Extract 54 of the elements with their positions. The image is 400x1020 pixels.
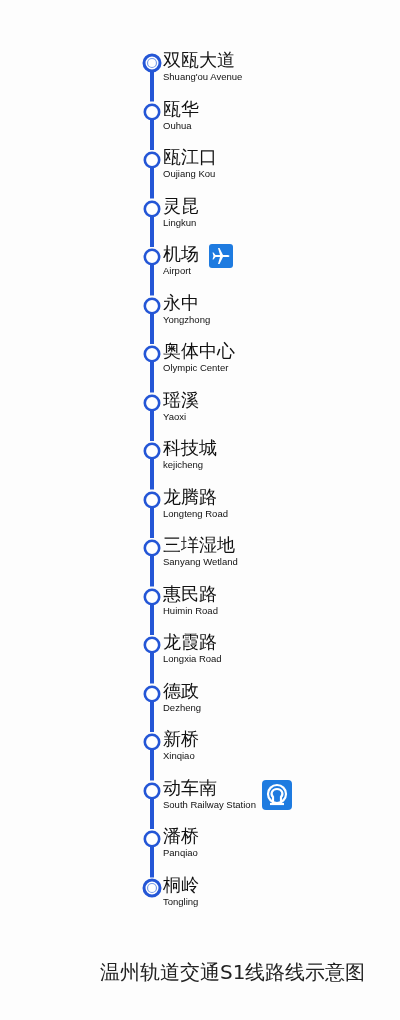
station-name-english: Yaoxi [163, 410, 187, 423]
station-name: 永中 [163, 292, 199, 313]
station-name: 奥体中心 [163, 341, 235, 361]
station-name-english: Airport [163, 265, 191, 277]
station-name-english: Yongzhong [163, 313, 211, 326]
station-name: 龙霞路 [163, 632, 217, 652]
station-name: 德政 [163, 680, 199, 701]
station-name-english: Dezheng [163, 701, 202, 714]
line-segment [150, 119, 154, 150]
line-segment [150, 71, 154, 102]
station-name-english: Panqiao [163, 847, 198, 859]
line-segment [150, 653, 154, 684]
station-name: 潘桥 [163, 826, 199, 846]
line-segment [150, 798, 154, 829]
line-segment [150, 847, 154, 878]
line-segment [150, 604, 154, 635]
line-segment [150, 701, 154, 732]
station-name-english: Oujiang Kou [163, 168, 216, 180]
station-name-english: Olympic Center [163, 362, 229, 374]
station-name: 龙腾路 [163, 486, 217, 507]
line-segment [150, 216, 154, 247]
station-name: 桐岭 [163, 874, 199, 895]
line-segment [150, 265, 154, 296]
station-name: 新桥 [163, 729, 199, 749]
station-name: 灵昆 [163, 195, 199, 216]
station-name: 双瓯大道 [163, 50, 235, 70]
line-segment [150, 507, 154, 538]
station-name: 瓯华 [163, 98, 199, 119]
station-name: 瓯江口 [163, 147, 217, 167]
line-segment [150, 313, 154, 344]
line-segment [150, 362, 154, 393]
line-segment [150, 556, 154, 587]
station-name-english: South Railway Station [163, 798, 256, 811]
station-name-english: Longxia Road [163, 653, 222, 665]
station-name: 科技城 [163, 438, 217, 458]
line-segment [150, 750, 154, 781]
station-name-english: Lingkun [163, 216, 197, 229]
station-name: 惠民路 [163, 583, 217, 604]
caption: 温州轨道交通S1线路线示意图 [100, 960, 366, 984]
line-segment [150, 168, 154, 199]
station-name-english: Sanyang Wetland [163, 556, 238, 568]
station-name-english: Longteng Road [163, 507, 228, 520]
station-name: 瑶溪 [163, 389, 199, 410]
station-name-english: Ouhua [163, 119, 192, 132]
station-name: 动车南 [163, 777, 217, 798]
station-name-english: Tongling [163, 895, 199, 908]
station-name: 机场 [163, 244, 199, 264]
station-name-english: Xinqiao [163, 750, 195, 762]
line-segment [150, 410, 154, 441]
station-name-english: kejicheng [163, 459, 204, 471]
line-segment [150, 459, 154, 490]
station-name-english: Shuang'ou Avenue [163, 71, 243, 83]
station-name-english: Huimin Road [163, 604, 218, 617]
station-name: 三垟湿地 [163, 535, 235, 555]
